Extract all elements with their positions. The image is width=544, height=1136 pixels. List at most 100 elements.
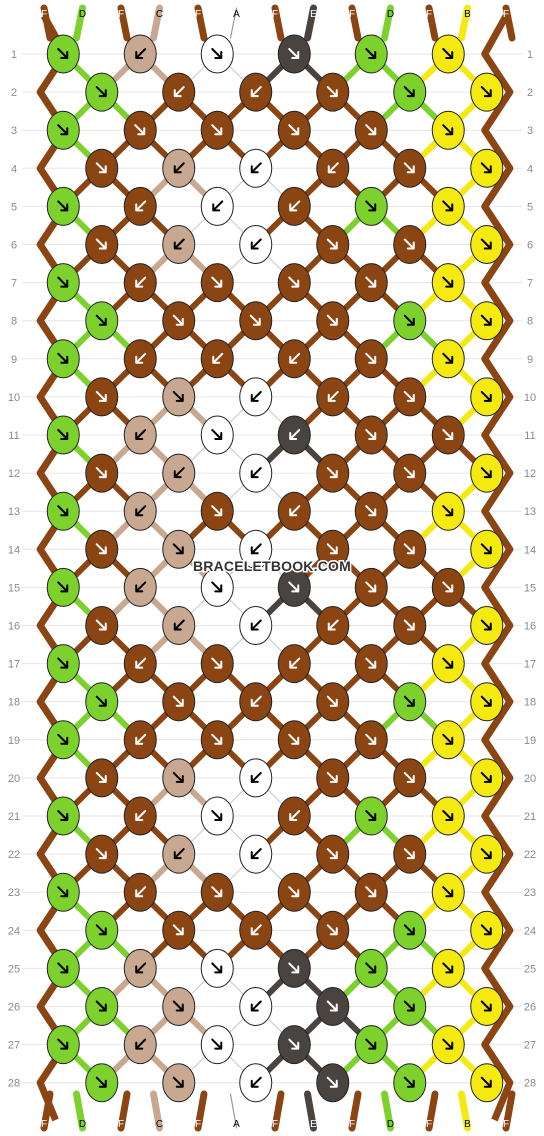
top-strand-stub bbox=[502, 4, 516, 42]
row-number: 19 bbox=[8, 735, 20, 747]
knot bbox=[431, 796, 465, 836]
arrow-down-right-icon bbox=[288, 962, 300, 974]
knot bbox=[46, 1025, 80, 1065]
arrow-down-right-icon bbox=[95, 162, 107, 174]
arrow-down-right-icon bbox=[288, 124, 300, 136]
knot bbox=[393, 225, 427, 264]
knot bbox=[431, 34, 465, 74]
row-number: 3 bbox=[527, 125, 533, 137]
row-number: 27 bbox=[524, 1040, 536, 1052]
row-number: 27 bbox=[8, 1040, 20, 1052]
knot bbox=[200, 491, 234, 531]
knot bbox=[162, 834, 196, 874]
arrow-down-right-icon bbox=[480, 467, 492, 479]
arrow-down-right-icon bbox=[95, 1076, 107, 1088]
row-number: 12 bbox=[8, 468, 20, 480]
knot bbox=[316, 225, 350, 264]
knot bbox=[470, 529, 504, 569]
knot bbox=[431, 567, 465, 607]
strand-label: A bbox=[233, 1119, 240, 1130]
row-number: 2 bbox=[527, 87, 533, 99]
knot bbox=[316, 301, 350, 341]
arrow-down-right-icon bbox=[365, 124, 377, 136]
arrow-down-left-icon bbox=[212, 352, 224, 364]
strand-label: F bbox=[503, 1119, 509, 1130]
knot bbox=[46, 948, 80, 988]
arrow-down-left-icon bbox=[250, 695, 262, 707]
row-number: 26 bbox=[8, 1002, 20, 1014]
knot bbox=[431, 339, 465, 379]
knot bbox=[354, 339, 388, 379]
knot bbox=[393, 377, 427, 417]
knot bbox=[162, 529, 196, 569]
knot bbox=[46, 644, 80, 684]
bottom-strand-stub bbox=[381, 1090, 394, 1132]
arrow-down-right-icon bbox=[442, 352, 454, 364]
row-number: 20 bbox=[8, 773, 20, 785]
arrow-down-right-icon bbox=[403, 848, 415, 860]
knot bbox=[470, 987, 504, 1026]
arrow-down-right-icon bbox=[365, 810, 377, 821]
arrow-down-right-icon bbox=[95, 543, 107, 555]
knot bbox=[277, 263, 311, 303]
row-number: 18 bbox=[8, 697, 20, 709]
row-number: 21 bbox=[524, 811, 536, 823]
top-strand-stub bbox=[150, 4, 163, 42]
arrow-down-right-icon bbox=[403, 1076, 415, 1088]
knot bbox=[85, 758, 119, 798]
strand-label: C bbox=[156, 9, 163, 20]
arrow-down-right-icon bbox=[326, 467, 338, 479]
knot bbox=[277, 415, 311, 455]
strand-label: F bbox=[41, 9, 47, 20]
arrow-down-right-icon bbox=[95, 848, 107, 860]
arrow-down-right-icon bbox=[480, 771, 492, 783]
row-number: 1 bbox=[11, 49, 17, 61]
row-number: 1 bbox=[527, 49, 533, 61]
knot bbox=[239, 1063, 273, 1103]
arrow-down-right-icon bbox=[403, 314, 415, 326]
top-strand-stub bbox=[271, 4, 285, 42]
knot bbox=[162, 453, 196, 493]
knot bbox=[354, 1025, 388, 1065]
arrow-down-right-icon bbox=[442, 276, 454, 288]
arrow-down-right-icon bbox=[365, 276, 377, 288]
row-number: 25 bbox=[524, 963, 536, 975]
arrow-down-right-icon bbox=[288, 1038, 300, 1050]
watermark-text: BRACELETBOOK.COM bbox=[193, 558, 351, 574]
knot bbox=[239, 453, 273, 493]
arrow-down-right-icon bbox=[365, 352, 377, 364]
strand-label: F bbox=[426, 1119, 432, 1130]
arrow-down-right-icon bbox=[442, 581, 454, 593]
arrow-down-right-icon bbox=[95, 86, 107, 98]
knot bbox=[277, 644, 311, 684]
row-number: 4 bbox=[11, 163, 17, 175]
arrow-down-right-icon bbox=[442, 505, 454, 517]
knot bbox=[354, 796, 388, 836]
arrow-down-left-icon bbox=[289, 352, 301, 364]
knot bbox=[200, 339, 234, 379]
top-strand-stub bbox=[458, 4, 471, 42]
row-number: 12 bbox=[524, 468, 536, 480]
arrow-down-left-icon bbox=[250, 924, 262, 936]
row-number: 5 bbox=[11, 201, 17, 213]
knot bbox=[162, 758, 196, 798]
arrow-down-right-icon bbox=[211, 124, 223, 136]
bottom-strand-stub bbox=[458, 1090, 471, 1132]
knot bbox=[239, 148, 273, 188]
arrow-down-left-icon bbox=[289, 505, 301, 517]
arrow-down-left-icon bbox=[135, 429, 147, 440]
knot bbox=[354, 415, 388, 455]
top-strand-stub bbox=[73, 4, 86, 42]
knot bbox=[354, 644, 388, 684]
knot bbox=[277, 491, 311, 531]
arrow-down-right-icon bbox=[288, 886, 300, 898]
arrow-down-right-icon bbox=[480, 695, 492, 707]
knot bbox=[200, 720, 234, 760]
knot bbox=[393, 72, 427, 112]
knot bbox=[239, 834, 273, 874]
knot bbox=[393, 301, 427, 341]
knot bbox=[316, 606, 350, 645]
arrow-down-right-icon bbox=[480, 162, 492, 174]
arrow-down-right-icon bbox=[211, 657, 223, 669]
knot bbox=[46, 720, 80, 760]
